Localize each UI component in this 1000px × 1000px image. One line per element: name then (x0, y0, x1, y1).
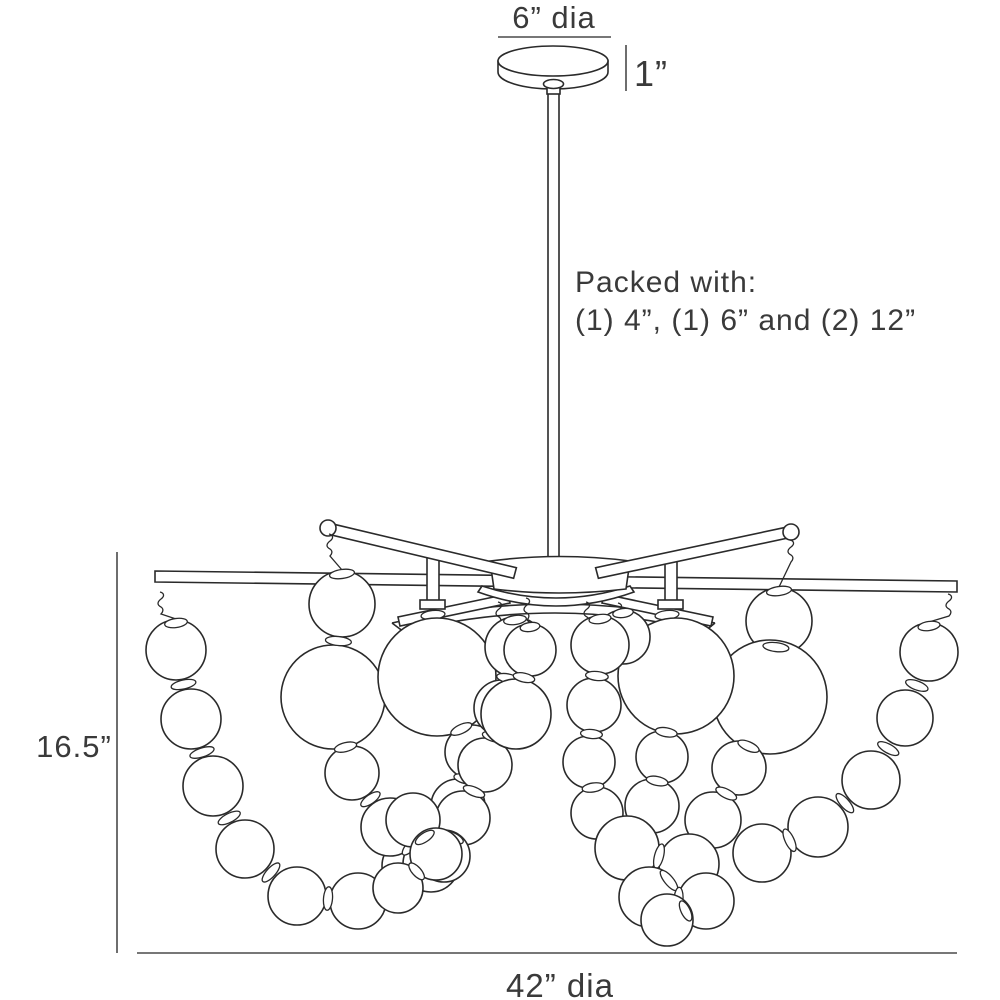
glass-bead (324, 745, 380, 801)
hanging-hook (778, 539, 795, 588)
bead-collar (917, 620, 941, 632)
bead-collar (765, 585, 793, 597)
glass-globe (280, 644, 386, 750)
glass-bead (372, 862, 424, 914)
glass-bead (570, 615, 630, 675)
glass-bead (787, 796, 849, 858)
canopy-height-label: 1” (634, 53, 668, 94)
downrod-stem (547, 89, 560, 561)
bead-collar (189, 746, 215, 759)
bead-collar (408, 862, 426, 881)
bead-collar (584, 670, 609, 682)
fixture-diameter-label: 42” dia (506, 967, 614, 1000)
bead-collar (645, 775, 669, 787)
bead-collar (512, 671, 536, 684)
bead-collar (905, 678, 929, 692)
bead-collar (581, 782, 605, 793)
packed-with-line1: Packed with: (575, 266, 757, 299)
hub-bottom-dome (476, 585, 636, 607)
bead-collar (217, 810, 241, 826)
glass-globe (377, 617, 497, 737)
glass-bead (480, 678, 552, 750)
bead-collar (322, 886, 334, 911)
glass-bead (899, 622, 959, 682)
bead-collar (519, 621, 541, 633)
bead-collar (261, 862, 281, 883)
glass-bead (566, 677, 622, 733)
bead-collar (164, 617, 188, 629)
fixture-height-label: 16.5” (36, 729, 112, 764)
packed-with-line2: (1) 4”, (1) 6” and (2) 12” (575, 304, 916, 337)
glass-bead (160, 688, 222, 750)
glass-bead (308, 570, 376, 638)
hanging-hook (928, 593, 953, 623)
arm-rod-left (327, 522, 518, 580)
glass-bead (876, 689, 934, 747)
hanging-hook (523, 597, 531, 624)
glass-bead (182, 755, 244, 817)
bead-collar (414, 829, 435, 846)
glass-bead (640, 893, 694, 947)
arm-rod-left-cap (319, 519, 337, 537)
support-post-left-foot (419, 599, 446, 610)
bead-collar (450, 722, 473, 736)
glass-bead (145, 619, 207, 681)
glass-bead (635, 730, 689, 784)
bead-collar (360, 791, 381, 808)
glass-bead (562, 735, 616, 789)
bead-collar (324, 635, 353, 647)
canopy-nub (542, 78, 565, 90)
bead-collar (579, 728, 603, 740)
arm-rod-right-cap (782, 523, 800, 541)
bead-collar (782, 828, 797, 853)
hanging-hook (326, 533, 343, 571)
glass-bubble-chains (145, 533, 959, 947)
glass-bead (841, 750, 901, 810)
dimension-annotations: 6” dia 1” Packed with: (1) 4”, (1) 6” an… (36, 0, 957, 1000)
glass-bead (267, 866, 327, 926)
bead-collar (654, 726, 678, 738)
bead-collar (835, 792, 855, 814)
arm-rod-right (594, 525, 793, 580)
canopy-top (497, 45, 609, 77)
canopy-diameter-label: 6” dia (512, 0, 596, 35)
bead-collar (588, 613, 612, 625)
bead-collar (678, 900, 693, 922)
support-post-right (664, 557, 678, 606)
bead-collar (333, 741, 358, 753)
downrod (547, 89, 560, 561)
bead-collar (877, 741, 900, 757)
bead-collar (612, 607, 634, 619)
hanging-hook (157, 591, 177, 620)
bead-collar (715, 786, 738, 801)
support-post-left (426, 555, 440, 606)
bead-collar (170, 678, 197, 691)
bead-collar (503, 614, 527, 626)
ceiling-canopy (497, 45, 609, 95)
bead-collar (328, 568, 356, 580)
support-post-right-foot (657, 599, 684, 610)
hub-drum (489, 555, 631, 594)
bead-collar (762, 641, 790, 653)
bead-collar (737, 739, 760, 754)
glass-bead (215, 819, 275, 879)
bead-collar (462, 784, 486, 799)
glass-bead (732, 823, 792, 883)
